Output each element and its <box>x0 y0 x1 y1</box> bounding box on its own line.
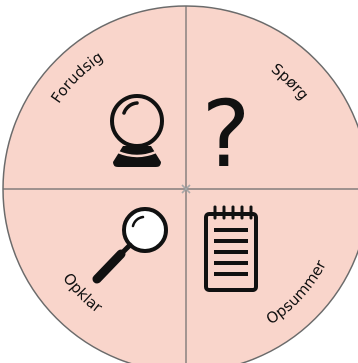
crystal-ball-icon <box>110 94 164 167</box>
magnifying-glass-icon <box>92 207 168 284</box>
center-mark-icon <box>181 184 191 194</box>
question-mark-icon: ? <box>202 81 251 188</box>
notepad-icon <box>204 205 258 292</box>
wheel-disc <box>2 5 358 363</box>
